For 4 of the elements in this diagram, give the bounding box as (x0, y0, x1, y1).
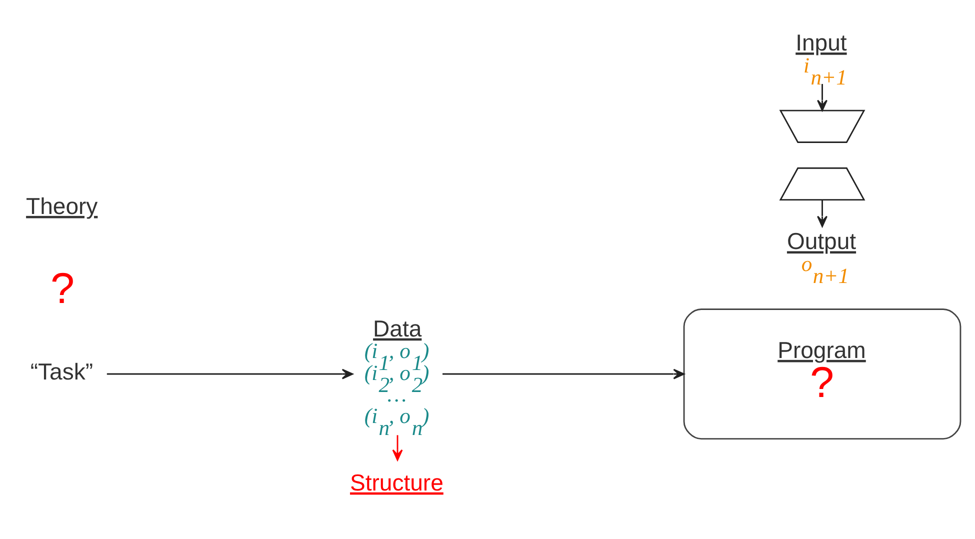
label: Theory (26, 192, 98, 218)
node-text: Structure (350, 468, 444, 495)
node-text: “Task” (30, 358, 94, 384)
label: ? (50, 264, 75, 312)
